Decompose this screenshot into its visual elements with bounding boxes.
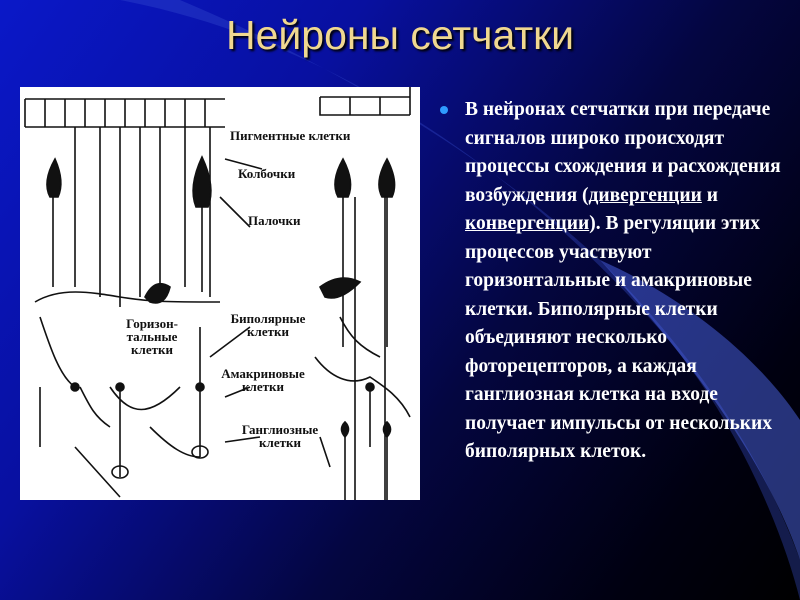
cone-cell-2: [192, 155, 212, 208]
ganglion-cell-1: [111, 465, 129, 479]
bipolar-connections: [39, 316, 201, 498]
horizontal-cell-body: [144, 282, 171, 304]
divergence-link[interactable]: дивергенции: [588, 184, 702, 206]
bullet-paragraph: В нейронах сетчатки при передаче сигнало…: [465, 96, 795, 467]
retina-neuron-diagram: Пигментные клетки Колбочки Палочки Гориз…: [20, 87, 420, 500]
bullet-text-part1: В нейронах сетчатки при передаче сигнало…: [465, 99, 781, 206]
retina-drawing: [24, 87, 411, 500]
label-pigment-cells: Пигментные клетки: [230, 128, 351, 143]
ganglion-cell-2: [191, 445, 209, 459]
pigment-cell-layer: [24, 96, 410, 128]
label-amacrine-cells: Амакриновые клетки: [221, 366, 305, 394]
horizontal-cell-process: [34, 291, 221, 303]
label-bipolar-cells: Биполярные клетки: [230, 311, 306, 339]
label-rods: Палочки: [248, 213, 301, 228]
label-ganglion-cells: Ганглиозные клетки: [241, 422, 319, 450]
cone-cell-3: [334, 157, 352, 198]
cone-cell-4: [378, 157, 396, 198]
bullet-text-part2: и: [701, 184, 718, 206]
convergence-link[interactable]: конвергенции: [465, 213, 590, 234]
rod-cells: [74, 127, 211, 307]
bullet-icon: [440, 106, 448, 114]
bullet-text-part3: ). В регуляции этих процессов участвуют …: [465, 213, 772, 462]
slide-title: Нейроны сетчатки: [225, 12, 575, 58]
label-cones: Колбочки: [238, 166, 296, 181]
cone-cell-1: [46, 157, 62, 198]
label-horizontal-cells: Горизон-тальные клетки: [126, 316, 178, 357]
